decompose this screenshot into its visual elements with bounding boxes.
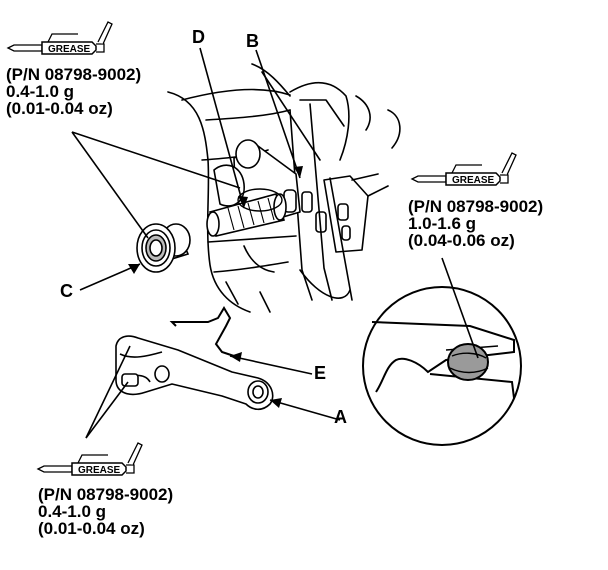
release-fork [115, 335, 274, 411]
grease-tag: GREASE [48, 44, 91, 55]
grease-gun-icon: GREASE [7, 21, 113, 55]
callout-e: E [314, 363, 327, 383]
leader-arrowheads [128, 166, 303, 408]
part-number: (P/N 08798-9002) [408, 197, 544, 216]
grease-note-bearing: (P/N 08798-9002) 0.4-1.0 g (0.01-0.04 oz… [6, 66, 141, 117]
leader-lines [71, 47, 479, 439]
callout-a: A [334, 407, 347, 427]
fork-spring [169, 306, 235, 357]
input-shaft [206, 188, 287, 237]
grease-amount: 0.4-1.0 g [6, 82, 75, 101]
grease-amount-oz: (0.04-0.06 oz) [408, 231, 515, 250]
grease-amount-oz: (0.01-0.04 oz) [38, 519, 145, 538]
callout-c: C [60, 281, 73, 301]
release-bearing [136, 223, 191, 273]
callout-d: D [192, 27, 205, 47]
grease-tag: GREASE [78, 465, 121, 476]
grease-amount: 1.0-1.6 g [408, 214, 477, 233]
detail-magnifier [362, 286, 522, 446]
grease-gun-icon: GREASE [411, 152, 517, 186]
grease-amount-oz: (0.01-0.04 oz) [6, 99, 113, 118]
part-number: (P/N 08798-9002) [6, 65, 142, 84]
grease-note-fork-tips: (P/N 08798-9002) 0.4-1.0 g (0.01-0.04 oz… [38, 486, 173, 537]
grease-tag: GREASE [452, 175, 495, 186]
grease-amount: 0.4-1.0 g [38, 502, 107, 521]
part-number: (P/N 08798-9002) [38, 485, 174, 504]
grease-note-fork-pivot: (P/N 08798-9002) 1.0-1.6 g (0.04-0.06 oz… [408, 198, 543, 249]
callout-b: B [246, 31, 259, 51]
grease-gun-icon: GREASE [37, 442, 143, 476]
